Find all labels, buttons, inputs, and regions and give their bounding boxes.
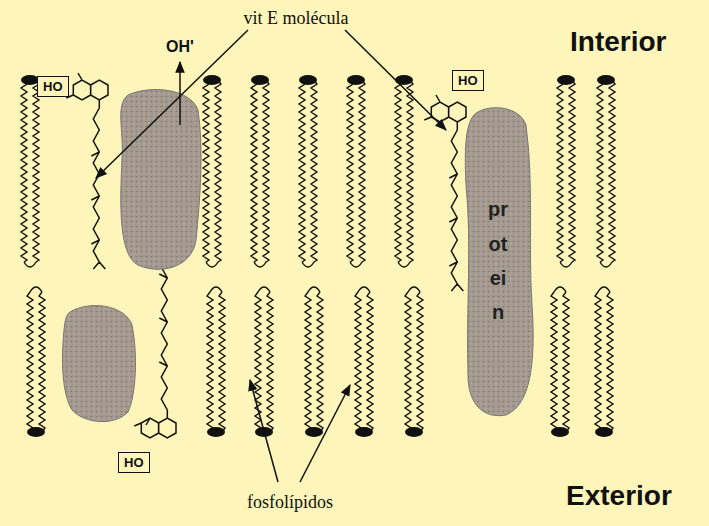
phospholipid-tail [21,80,39,267]
phospholipid-head [203,75,221,85]
phospholipid-tail [299,80,317,267]
leader-line [250,380,278,482]
phospholipid-tail [395,80,413,267]
phospholipid-tail [551,287,569,432]
phospholipid-head [305,427,323,437]
phospholipid-tail [305,287,323,432]
phospholipid-head [405,427,423,437]
vitamin-e-molecule [424,95,466,291]
leader-line [300,385,350,482]
phospholipid-head [597,75,615,85]
vitamin-e-molecule [66,73,108,269]
phospholipid-head [595,427,613,437]
leader-line [96,30,248,178]
phospholipid-head [395,75,413,85]
phospholipid-head [251,75,269,85]
phospholipid-tail [203,80,221,267]
protein-blob [62,306,135,422]
callout-label: fosfolípidos [247,492,333,513]
phospholipid-head [557,75,575,85]
ho-box: HO [37,76,69,97]
phospholipid-head [355,427,373,437]
phospholipid-head [207,427,225,437]
hydroxyl-label: HO [124,455,144,470]
ho-box: HO [452,70,484,91]
leader-line [179,62,181,125]
phospholipid-tail [355,287,373,432]
hydroxyl-label: HO [43,79,63,94]
radical-label: OH' [166,38,194,56]
phospholipid-tail [597,80,615,267]
phospholipid-head [27,427,45,437]
phospholipid-tail [347,80,365,267]
leader-line [345,30,446,130]
side-label: Exterior [566,480,672,512]
side-label: Interior [570,26,666,58]
phospholipid-head [299,75,317,85]
protein-label: protein [488,192,508,330]
phospholipid-tail [251,80,269,267]
protein-blob [121,90,201,270]
protein-blob [462,105,534,417]
hydroxyl-label: HO [458,73,478,88]
phospholipid-tail [595,287,613,432]
ho-box: HO [118,452,150,473]
phospholipid-head [347,75,365,85]
phospholipid-tail [557,80,575,267]
phospholipid-head [551,427,569,437]
phospholipid-bilayer [21,75,615,437]
phospholipid-tail [405,287,423,432]
callout-label: vit E molécula [244,8,349,29]
vitamin-e-molecule [134,249,176,438]
phospholipid-tail [27,287,45,432]
protein-shape: protein [462,105,534,417]
phospholipid-tail [207,287,225,432]
